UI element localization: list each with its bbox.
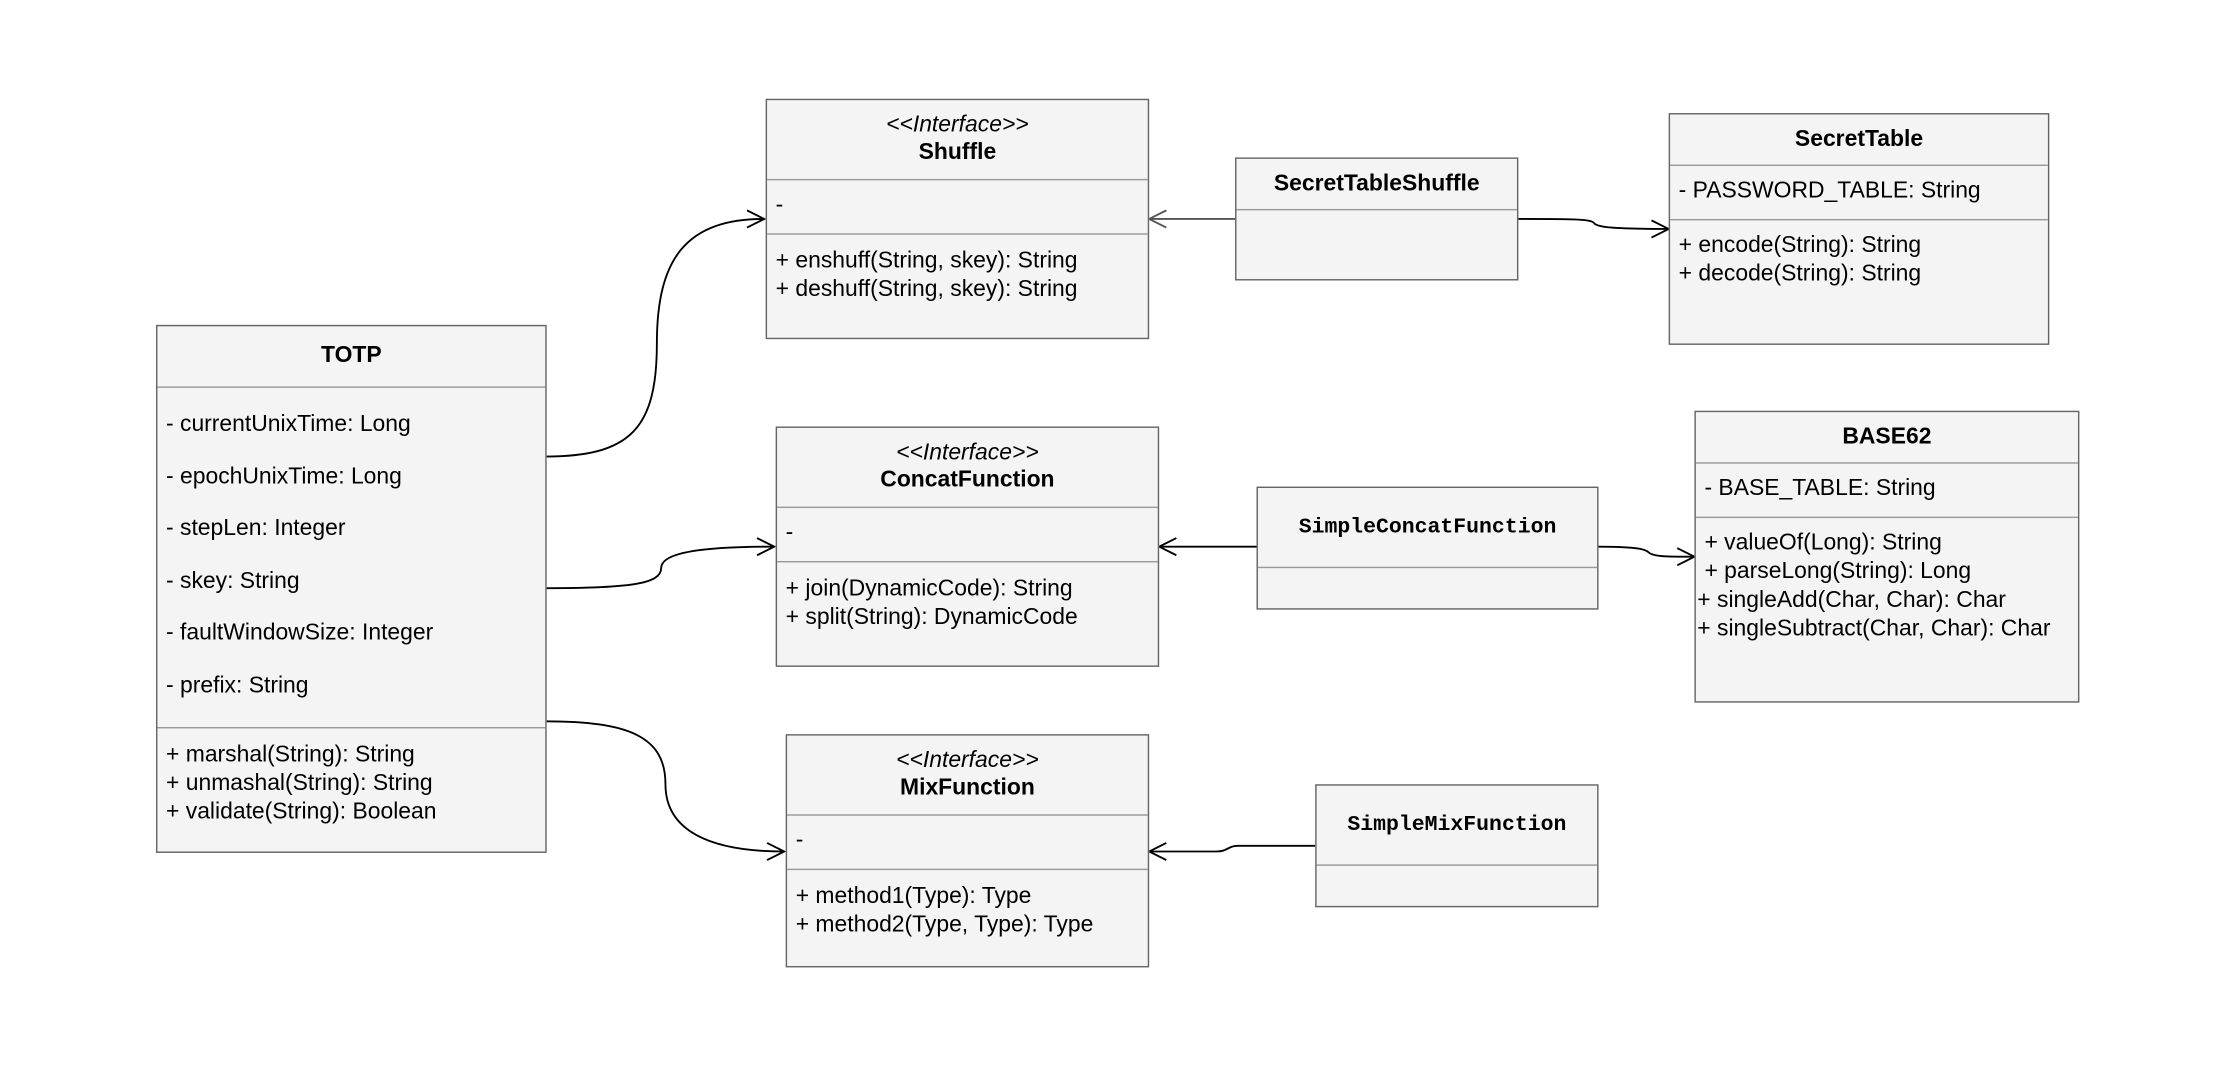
attribute: - stepLen: Integer [166, 516, 346, 542]
class-totp[interactable]: TOTP - currentUnixTime: Long - epochUnix… [155, 324, 547, 853]
arrowhead-mix [766, 842, 787, 861]
class-name: TOTP [321, 343, 382, 368]
method: + split(String): DynamicCode [785, 605, 1078, 630]
method: + singleAdd(Char, Char): Char [1697, 588, 2006, 613]
class-header: <<Interface>> ConcatFunction [777, 428, 1158, 509]
class-header: TOTP [157, 326, 546, 388]
method: + enshuff(String, skey): String [775, 249, 1078, 274]
method: + decode(String): String [1678, 261, 1922, 287]
attributes-section: - [787, 816, 1148, 871]
method: + valueOf(Long): String [1704, 530, 1942, 556]
connector-totp-mix [545, 720, 785, 853]
interface-mix-function[interactable]: <<Interface>> MixFunction - + method1(Ty… [785, 734, 1150, 968]
class-name: SimpleMixFunction [1347, 812, 1567, 837]
connector-smf-mix [1149, 844, 1316, 853]
class-header: SecretTableShuffle [1236, 159, 1517, 211]
method: + parseLong(String): Long [1704, 559, 1972, 584]
method: + marshal(String): String [166, 742, 415, 768]
attribute: - PASSWORD_TABLE: String [1678, 178, 1981, 204]
attribute: - currentUnixTime: Long [166, 412, 411, 437]
connector-totp-shuffle [545, 218, 765, 458]
stereotype: <<Interface>> [896, 748, 1039, 773]
attribute: - prefix: String [166, 674, 309, 699]
class-name: SimpleConcatFunction [1298, 514, 1557, 539]
method: + encode(String): String [1678, 233, 1922, 258]
connector-totp-concat [545, 545, 775, 590]
class-secret-table-shuffle[interactable]: SecretTableShuffle [1235, 157, 1519, 281]
connector-scf-base62 [1598, 545, 1695, 558]
stereotype: <<Interface>> [886, 113, 1029, 138]
method: + method2(Type, Type): Type [795, 913, 1094, 938]
attributes-section: - PASSWORD_TABLE: String [1670, 166, 2048, 221]
methods-section: + valueOf(Long): String + parseLong(Stri… [1696, 518, 2078, 644]
class-header: SimpleMixFunction [1316, 786, 1598, 866]
methods-section: + method1(Type): Type + method2(Type, Ty… [787, 870, 1148, 940]
class-simple-mix-function[interactable]: SimpleMixFunction [1315, 784, 1599, 908]
class-name: SecretTableShuffle [1273, 171, 1480, 196]
class-simple-concat-function[interactable]: SimpleConcatFunction [1256, 486, 1599, 610]
attribute: - skey: String [166, 569, 300, 594]
connector-sts-secrettable [1518, 218, 1669, 230]
class-name: BASE62 [1842, 424, 1932, 449]
attributes-section: - currentUnixTime: Long - epochUnixTime:… [157, 388, 546, 729]
attribute: - BASE_TABLE: String [1704, 476, 1936, 501]
method: + unmashal(String): String [166, 771, 433, 796]
methods-section: + enshuff(String, skey): String + deshuf… [767, 235, 1148, 305]
methods-section: + join(DynamicCode): String + split(Stri… [777, 562, 1158, 632]
attributes-section: - [777, 508, 1158, 563]
attributes-section: - [767, 180, 1148, 235]
method: + method1(Type): Type [795, 884, 1032, 909]
attribute: - [795, 828, 804, 853]
class-header: <<Interface>> Shuffle [767, 100, 1148, 181]
arrowhead-shuffle [746, 209, 767, 229]
class-header: <<Interface>> MixFunction [787, 736, 1148, 816]
arrowhead-concat [756, 537, 777, 557]
methods-section: + marshal(String): String + unmashal(Str… [157, 728, 545, 827]
class-header: BASE62 [1695, 412, 2078, 464]
methods-section: + encode(String): String + decode(String… [1670, 220, 2048, 289]
interface-concat-function[interactable]: <<Interface>> ConcatFunction - + join(Dy… [775, 426, 1160, 667]
class-header: SecretTable [1670, 114, 2048, 167]
method: + join(DynamicCode): String [785, 576, 1073, 602]
class-name: SecretTable [1794, 126, 1924, 151]
interface-shuffle[interactable]: <<Interface>> Shuffle - + enshuff(String… [765, 98, 1150, 340]
attribute: - faultWindowSize: Integer [166, 621, 434, 646]
method: + validate(String): Boolean [166, 799, 437, 825]
attribute: - [775, 193, 784, 218]
attributes-section: - BASE_TABLE: String [1695, 464, 2078, 519]
method: + singleSubtract(Char, Char): Char [1697, 616, 2051, 642]
class-base62[interactable]: BASE62 - BASE_TABLE: String + valueOf(Lo… [1694, 410, 2080, 703]
class-name: ConcatFunction [880, 467, 1055, 493]
class-secret-table[interactable]: SecretTable - PASSWORD_TABLE: String + e… [1668, 113, 2050, 345]
class-name: MixFunction [900, 775, 1035, 800]
attribute: - epochUnixTime: Long [166, 464, 402, 489]
method: + deshuff(String, skey): String [775, 277, 1078, 302]
attribute: - [785, 520, 794, 546]
stereotype: <<Interface>> [896, 440, 1039, 466]
class-name: Shuffle [918, 140, 997, 165]
class-header: SimpleConcatFunction [1257, 488, 1598, 569]
